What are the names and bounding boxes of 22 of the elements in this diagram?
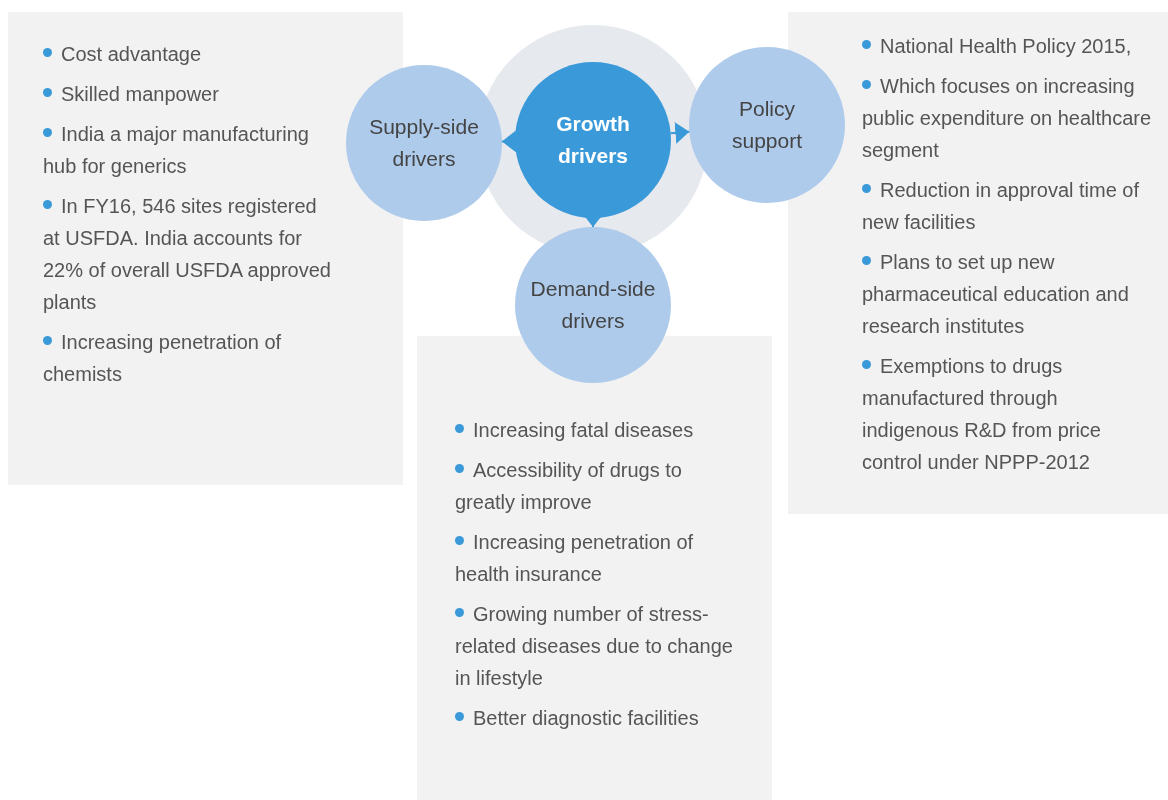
bullet-item: Plans to set up new pharmaceutical education and research institutes	[862, 246, 1152, 342]
bullet-item: Which focuses on increasing public expenditure on healthcare segment	[862, 70, 1152, 166]
bullet-item: Better diagnostic facilities	[455, 702, 740, 734]
bullet-item: Growing number of stress-related diseases due to change in lifestyle	[455, 598, 740, 694]
bullet-item: Accessibility of drugs to greatly improve	[455, 454, 740, 518]
circle-label: Demand-side drivers	[529, 276, 657, 334]
bullet-item: National Health Policy 2015,	[862, 30, 1152, 62]
circle-label: Policy support	[730, 96, 803, 154]
bullet-item: In FY16, 546 sites registered at USFDA. India accounts for 22% of overall USFDA approved plants	[43, 190, 338, 318]
bullet-item: India a major manufacturing hub for generics	[43, 118, 338, 182]
pointer-arrow	[501, 130, 517, 153]
bullet-item: Increasing penetration of chemists	[43, 326, 338, 390]
bullet-item: Increasing fatal diseases	[455, 414, 740, 446]
bullet-item: Increasing penetration of health insurance	[455, 526, 740, 590]
circle-label: Growth drivers	[555, 111, 631, 169]
bullet-item: Cost advantage	[43, 38, 338, 70]
text-panel	[417, 336, 772, 800]
circle-label: Supply-side drivers	[368, 114, 480, 172]
bullet-item: Reduction in approval time of new facilities	[862, 174, 1152, 238]
pointer-arrow	[669, 121, 691, 144]
bullet-item: Skilled manpower	[43, 78, 338, 110]
bullet-item: Exemptions to drugs manufactured through indigenous R&D from price control under NPPP-2012	[862, 350, 1152, 478]
